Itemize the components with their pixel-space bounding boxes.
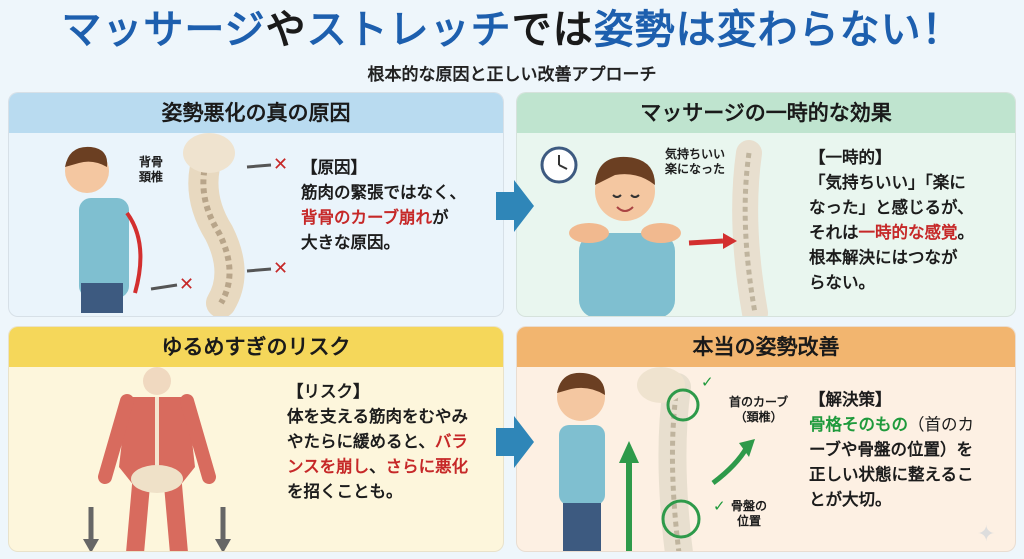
x-mark-icon: ✕ (273, 154, 289, 175)
speech-bubble: 気持ちいい楽になった (665, 147, 726, 176)
page-subtitle: 根本的な原因と正しい改善アプローチ (367, 65, 657, 85)
risk-text: 【リスク】 体を支える筋肉をむやみ やたらに緩めると、バラ ンスを崩し、さらに悪… (287, 382, 469, 501)
risk-panel: ゆるめすぎのリスク 【リスク】 体を支える筋肉をむやみ やたらに緩めると、バラ … (8, 326, 504, 552)
massage-illustration (540, 140, 768, 316)
slouched-boy-illustration (65, 133, 272, 316)
neck-curve-label: 首のカーブ（頚椎） (729, 395, 789, 424)
risk-heading: ゆるめすぎのリスク (9, 327, 503, 367)
massage-heading: マッサージの一時的な効果 (517, 93, 1015, 133)
good-posture-illustration (557, 367, 755, 551)
cause-heading: 姿勢悪化の真の原因 (9, 93, 503, 133)
pelvis-label: 骨盤の位置 (731, 499, 768, 528)
solution-heading: 本当の姿勢改善 (517, 327, 1015, 367)
cause-panel: 姿勢悪化の真の原因 背骨頚椎 ✕ ✕ ✕ 【原因】 筋肉の緊張ではなく、 背骨の… (8, 92, 504, 317)
massage-text: 【一時的】 「気持ちいい」「楽に なった」と感じるが、 それは一時的な感覚。 根… (809, 148, 974, 292)
page-title: マッサージやストレッチでは姿勢は変わらない！ (61, 7, 963, 53)
solution-panel: 本当の姿勢改善 首のカーブ（頚椎） ✓ ✓ 骨盤の位置 【解決策】 骨格そのもの… (516, 326, 1016, 552)
solution-text: 【解決策】 骨格そのもの（首のカ ーブや骨盤の位置）を 正しい状態に整えるこ と… (809, 390, 974, 509)
sparkle-icon: ✦ (977, 522, 996, 547)
x-mark-icon: ✕ (179, 274, 195, 295)
spine-label: 背骨頚椎 (139, 155, 164, 184)
cause-text: 【原因】 筋肉の緊張ではなく、 背骨のカーブ崩れが 大きな原因。 (301, 158, 466, 252)
muscle-body-illustration (83, 367, 231, 551)
x-mark-icon: ✕ (273, 258, 289, 279)
check-icon: ✓ (701, 373, 714, 391)
check-circle-icon: ✓ (713, 497, 726, 515)
massage-panel: マッサージの一時的な効果 気持ちいい楽になった 【一時的】 「気持 (516, 92, 1016, 317)
